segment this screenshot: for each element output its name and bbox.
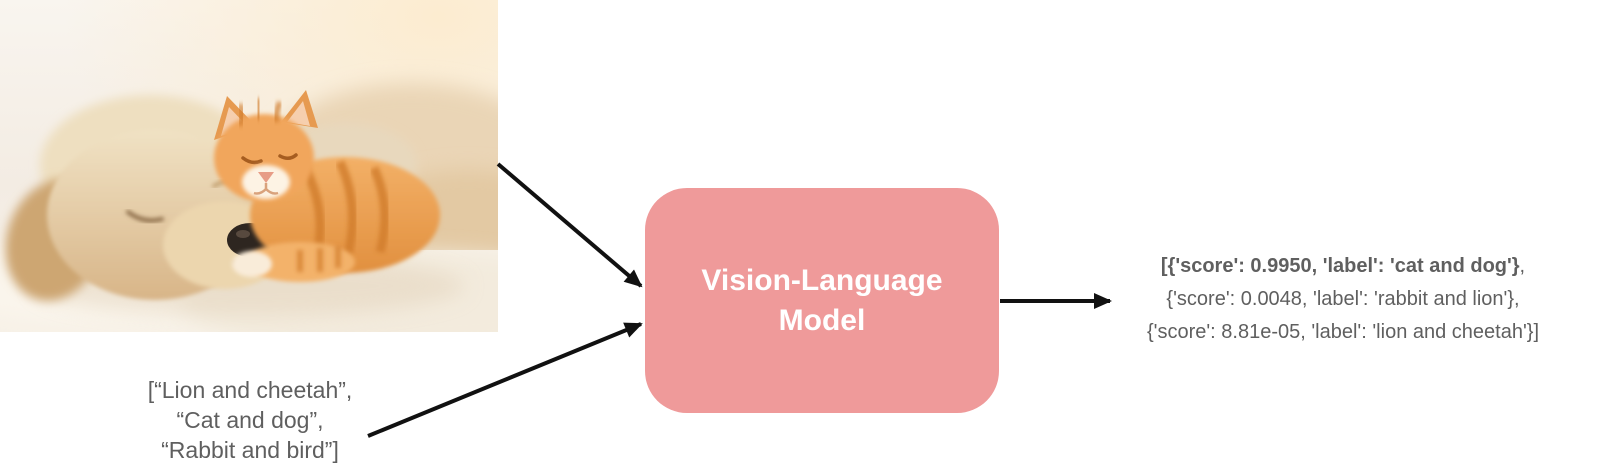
pets-photo-illustration [0,0,498,332]
candidate-labels-line3: “Rabbit and bird”] [161,437,339,463]
output-line1-bold: [{'score': 0.9950, 'label': 'cat and dog… [1160,255,1520,277]
output-line1-rest: , [1519,255,1526,277]
vision-language-model-box: Vision-Language Model [645,188,999,413]
model-label-line2: Model [778,303,866,337]
output-scores-text: [{'score': 0.9950, 'label': 'cat and dog… [1085,250,1600,349]
model-label-line1: Vision-Language [701,263,943,297]
candidate-labels-line2: “Cat and dog”, [176,407,324,433]
candidate-labels-text: [“Lion and cheetah”, “Cat and dog”, “Rab… [95,375,405,465]
kitten-illustration [214,90,440,282]
pets-photo [0,0,498,332]
output-line3: {'score': 8.81e-05, 'label': 'lion and c… [1146,321,1540,343]
arrow-labels-to-model [367,322,643,438]
arrow-image-to-model [496,162,643,288]
output-line2: {'score': 0.0048, 'label': 'rabbit and l… [1166,288,1520,310]
output-line1: [{'score': 0.9950, 'label': 'cat and dog… [1085,250,1600,283]
candidate-labels-line1: [“Lion and cheetah”, [147,377,353,403]
